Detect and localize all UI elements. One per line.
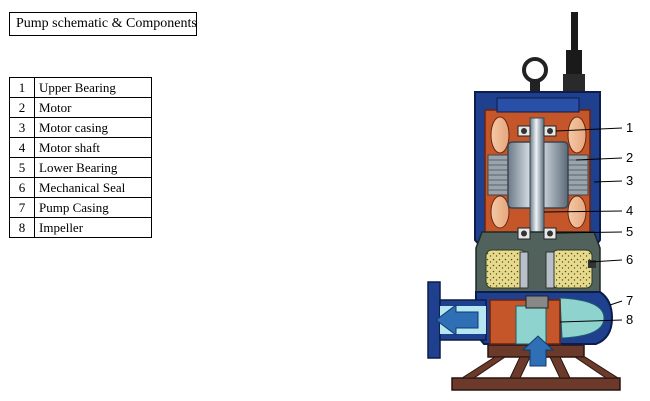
callout-8: 8 — [626, 312, 633, 327]
callout-1: 1 — [626, 120, 633, 135]
lifting-eye — [522, 57, 548, 96]
callout-2: 2 — [626, 150, 633, 165]
callout-7: 7 — [626, 293, 633, 308]
diagram-title: Pump schematic & Components — [9, 12, 197, 36]
component-name: Upper Bearing — [34, 77, 152, 98]
callout-leaders — [543, 127, 623, 323]
outlet-flow-arrow — [435, 304, 479, 336]
callout-5: 5 — [626, 224, 633, 239]
mechanical-seal — [519, 251, 596, 289]
callout-6: 6 — [626, 252, 633, 267]
impeller — [489, 295, 561, 345]
lower-bearing — [517, 227, 557, 240]
callout-4: 4 — [626, 203, 633, 218]
component-name: Pump Casing — [34, 197, 152, 218]
upper-bearing — [517, 125, 557, 137]
component-name: Mechanical Seal — [34, 177, 152, 198]
component-name: Impeller — [34, 217, 152, 238]
power-cable — [563, 12, 585, 100]
component-name: Motor — [34, 97, 152, 118]
component-name: Motor shaft — [34, 137, 152, 158]
callout-3: 3 — [626, 173, 633, 188]
inlet-flow-arrow — [521, 335, 555, 367]
